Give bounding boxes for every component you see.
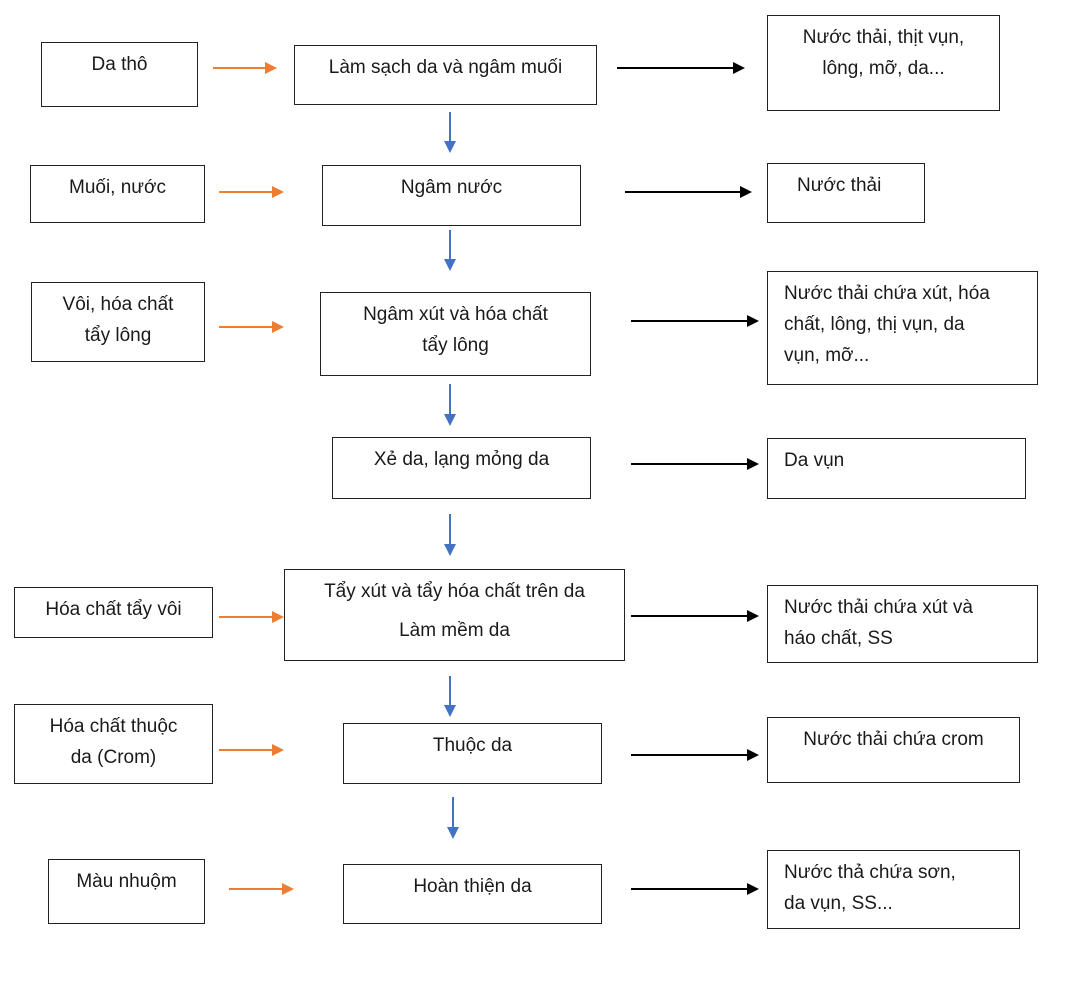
output-line: Nước thải chứa xút và — [784, 597, 973, 618]
process-line: Ngâm xút và hóa chất — [363, 304, 548, 325]
output-arrow — [631, 883, 759, 895]
process-box-5: Tẩy xút và tẩy hóa chất trên da Làm mềm … — [284, 569, 625, 661]
input-arrow — [229, 883, 294, 895]
process-line: Ngâm nước — [400, 177, 503, 198]
input-line: tẩy lông — [84, 325, 152, 346]
output-box-3: Nước thải chứa xút, hóa chất, lông, thị … — [767, 271, 1038, 385]
process-box-6: Thuộc da — [343, 723, 602, 784]
input-arrow — [219, 321, 284, 333]
flow-arrow — [444, 514, 456, 556]
output-line: vụn, mỡ... — [784, 345, 870, 366]
flow-arrow — [444, 112, 456, 153]
process-line: Thuộc da — [432, 735, 513, 756]
output-box-4: Da vụn — [767, 438, 1026, 499]
output-arrow — [625, 186, 752, 198]
flow-arrow — [444, 676, 456, 717]
output-box-2: Nước thải — [767, 163, 925, 223]
output-arrow — [631, 315, 759, 327]
output-line: Nước thải — [797, 175, 882, 196]
output-box-7: Nước thả chứa sơn, da vụn, SS... — [767, 850, 1020, 929]
process-line: Làm mềm da — [399, 620, 510, 641]
input-box-5: Hóa chất tẩy vôi — [14, 587, 213, 638]
output-line: Nước thải chứa crom — [803, 729, 984, 750]
input-line: Da thô — [91, 54, 148, 75]
input-arrow — [219, 611, 284, 623]
output-line: lông, mỡ, da... — [822, 58, 945, 79]
input-arrow — [213, 62, 277, 74]
flow-arrow — [444, 384, 456, 426]
output-line: Da vụn — [784, 450, 845, 471]
output-line: Nước thả chứa sơn, — [784, 862, 956, 883]
output-arrow — [617, 62, 745, 74]
input-box-1: Da thô — [41, 42, 198, 107]
process-box-2: Ngâm nước — [322, 165, 581, 226]
process-line: Xẻ da, lạng mỏng da — [373, 449, 550, 470]
flow-arrow — [447, 797, 459, 839]
output-arrow — [631, 749, 759, 761]
process-line: Hoàn thiện da — [413, 876, 532, 897]
input-line: Hóa chất thuộc — [49, 716, 178, 737]
process-box-3: Ngâm xút và hóa chất tẩy lông — [320, 292, 591, 376]
output-line: da vụn, SS... — [784, 893, 893, 914]
input-line: Hóa chất tẩy vôi — [45, 599, 182, 620]
process-box-1: Làm sạch da và ngâm muối — [294, 45, 597, 105]
process-line: tẩy lông — [422, 335, 489, 356]
flow-arrow — [444, 230, 456, 271]
output-box-1: Nước thải, thịt vụn, lông, mỡ, da... — [767, 15, 1000, 111]
input-line: Màu nhuộm — [76, 871, 177, 892]
output-arrow — [631, 610, 759, 622]
output-arrow — [631, 458, 759, 470]
process-line: Tẩy xút và tẩy hóa chất trên da — [324, 581, 585, 602]
input-box-7: Màu nhuộm — [48, 859, 205, 924]
input-line: Vôi, hóa chất — [62, 294, 174, 315]
process-box-4: Xẻ da, lạng mỏng da — [332, 437, 591, 499]
input-box-6: Hóa chất thuộc da (Crom) — [14, 704, 213, 784]
output-line: Nước thải, thịt vụn, — [802, 27, 965, 48]
output-box-5: Nước thải chứa xút và háo chất, SS — [767, 585, 1038, 663]
output-box-6: Nước thải chứa crom — [767, 717, 1020, 783]
output-line: chất, lông, thị vụn, da — [784, 314, 965, 335]
process-box-7: Hoàn thiện da — [343, 864, 602, 924]
input-arrow — [219, 744, 284, 756]
input-box-2: Muối, nước — [30, 165, 205, 223]
output-line: háo chất, SS — [784, 628, 893, 649]
input-arrow — [219, 186, 284, 198]
input-box-3: Vôi, hóa chất tẩy lông — [31, 282, 205, 362]
input-line: Muối, nước — [69, 177, 166, 198]
output-line: Nước thải chứa xút, hóa — [784, 283, 990, 304]
input-line: da (Crom) — [70, 747, 157, 768]
process-line: Làm sạch da và ngâm muối — [328, 57, 563, 78]
